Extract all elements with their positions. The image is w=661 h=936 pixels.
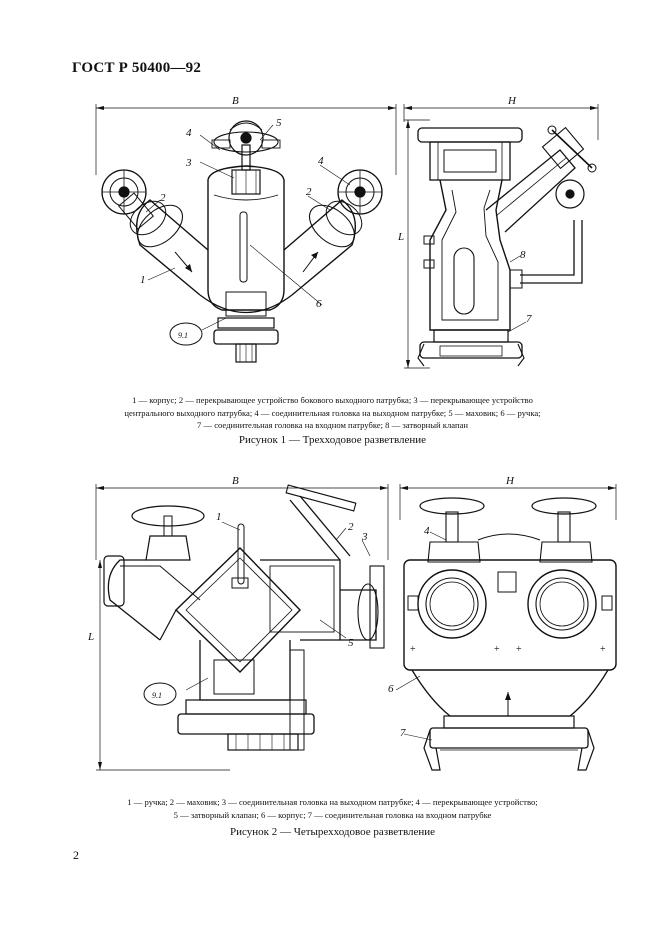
fig1-label-6: 6 — [316, 298, 322, 310]
fig2-label-4: 4 — [424, 525, 430, 537]
fig2-label-h: Н — [505, 475, 515, 487]
fig1-side-labels: 8 7 — [520, 249, 532, 325]
fig1-legend-line: 7 — соединительная головка на входном па… — [197, 420, 468, 431]
fig2-front-view — [103, 484, 385, 751]
fig1-legend: 1 — корпус; 2 — перекрывающее устройство… — [60, 394, 605, 432]
fig1-label-2-left: 2 — [160, 192, 166, 204]
fig2-side-labels: 4 6 7 — [388, 525, 430, 739]
fig2-callout-label: 9.1 — [152, 691, 162, 700]
fig2-legend-line: 1 — ручка; 2 — маховик; 3 — соединительн… — [127, 797, 538, 807]
fig1-label-b: В — [232, 95, 239, 107]
fig1-label-7: 7 — [526, 313, 532, 325]
fig2-label-b: В — [232, 475, 239, 487]
fig1-label-1: 1 — [140, 274, 146, 286]
fig2-title: Рисунок 2 — Четырехходовое разветвление — [229, 826, 436, 838]
fig2-label-2: 2 — [348, 521, 354, 533]
fig2-label-6: 6 — [388, 683, 394, 695]
fig1-label-l: L — [397, 231, 404, 243]
fig2-legend-line: 5 — затворный клапан; 6 — корпус; 7 — со… — [173, 809, 492, 820]
fig2-label-1: 1 — [216, 511, 222, 523]
fig1-dimension-b: В — [95, 95, 397, 175]
fig1-side-view: Н L — [397, 95, 599, 369]
fig2-side-view: Н + + + + — [395, 475, 617, 771]
fig2-legend: 1 — ручка; 2 — маховик; 3 — соединительн… — [60, 796, 605, 821]
fig1-label-5: 5 — [276, 117, 282, 129]
fig2-label-7: 7 — [400, 727, 406, 739]
page-number: 2 — [73, 848, 79, 862]
standard-header: ГОСТ Р 50400—92 — [72, 60, 202, 76]
fig1-label-4-left: 4 — [186, 127, 192, 139]
svg-text:+: + — [494, 644, 500, 655]
fig2-label-5: 5 — [348, 637, 354, 649]
fig1-label-4-right: 4 — [318, 155, 324, 167]
fig1-label-3: 3 — [185, 157, 192, 169]
fig1-legend-line: центрального выходного патрубка; 4 — сое… — [124, 407, 541, 418]
fig1-part-labels: 4 3 5 2 4 2 1 6 9.1 — [140, 117, 324, 340]
fig2-label-l: L — [87, 631, 94, 643]
fig2-part-labels: 1 2 3 5 9.1 — [152, 511, 368, 700]
fig1-label-h: Н — [507, 95, 517, 107]
fig1-label-8: 8 — [520, 249, 526, 261]
fig1-label-2-right: 2 — [306, 186, 312, 198]
fig2-dimension-b: В L — [87, 475, 389, 771]
fig1-front-view — [101, 120, 383, 363]
fig1-title: Рисунок 1 — Трехходовое разветвление — [238, 434, 427, 446]
fig1-callout-label: 9.1 — [178, 331, 188, 340]
fig2-label-3: 3 — [361, 531, 368, 543]
svg-text:+: + — [410, 644, 416, 655]
svg-text:+: + — [516, 644, 522, 655]
fig1-legend-line: 1 — корпус; 2 — перекрывающее устройство… — [132, 395, 533, 405]
svg-text:+: + — [600, 644, 606, 655]
